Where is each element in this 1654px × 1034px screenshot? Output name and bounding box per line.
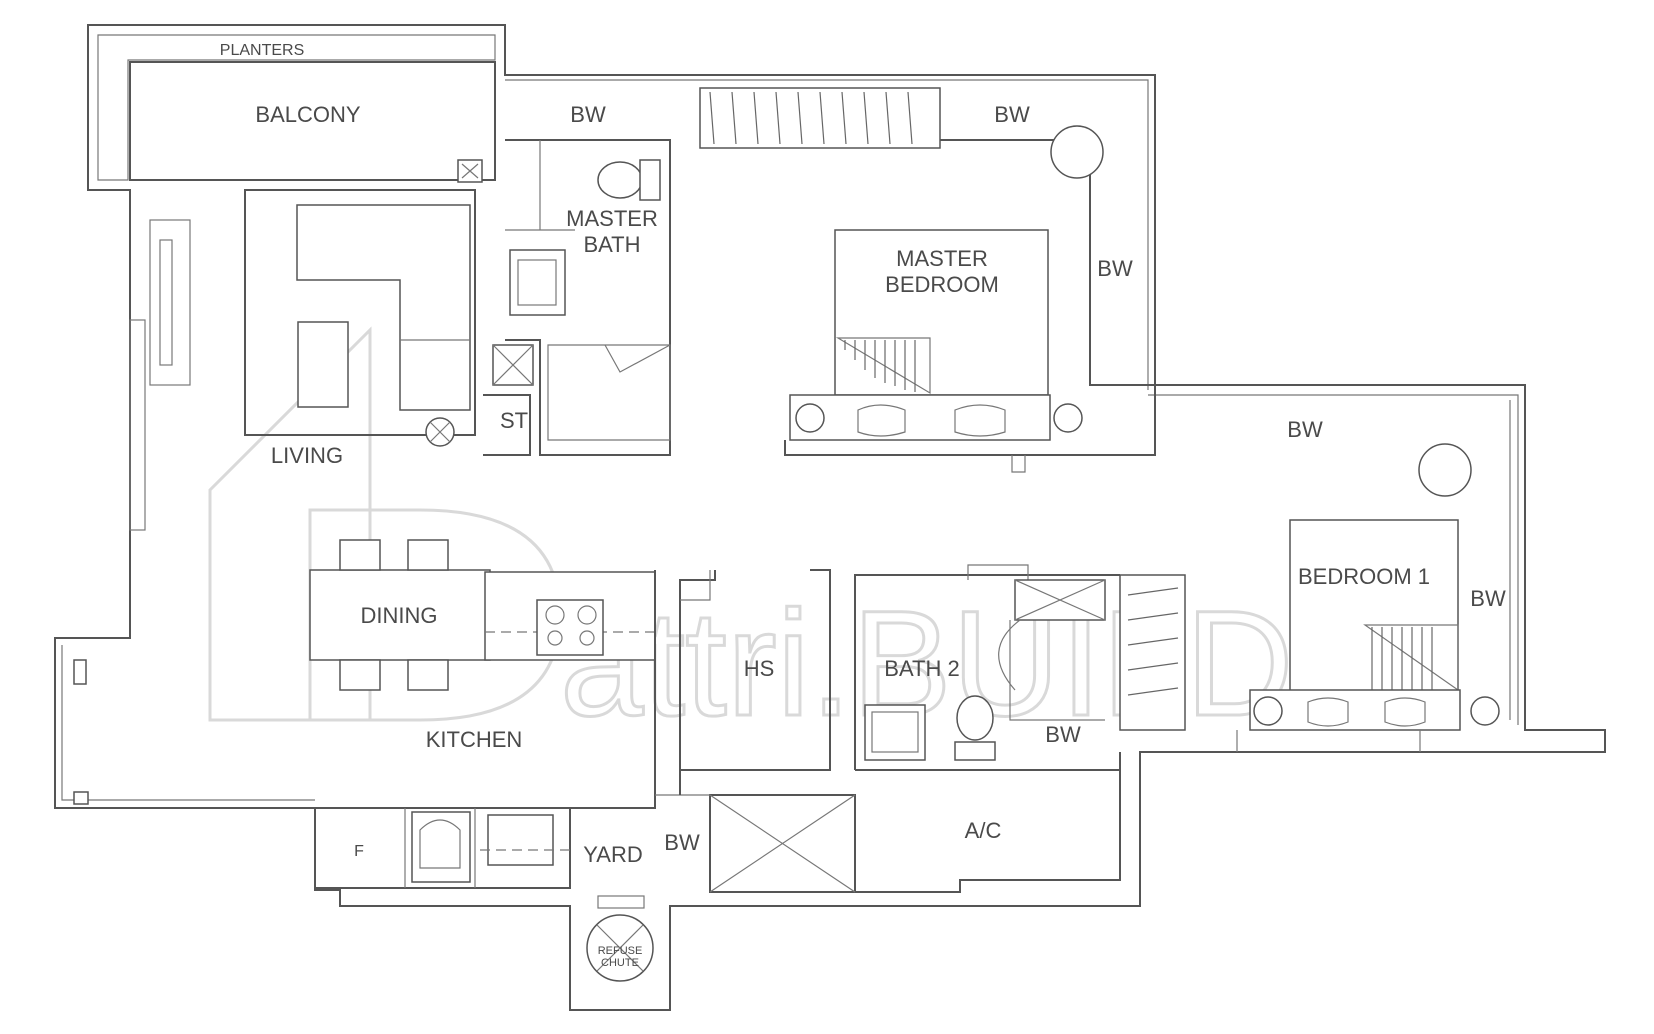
bath-2 (854, 564, 1186, 771)
label-master-bedroom: MASTER (896, 246, 988, 271)
dining-area (309, 539, 491, 691)
coffee-table-icon (297, 321, 349, 408)
bedroom-1 (1236, 443, 1500, 752)
dining-table-icon (309, 569, 491, 661)
round-column-icon (1418, 443, 1472, 497)
basin-icon (864, 704, 926, 761)
label-bw: BW (994, 102, 1030, 127)
label-dining: DINING (361, 603, 438, 628)
label-hs: HS (744, 656, 775, 681)
label-refuse-chute: CHUTE (601, 957, 639, 969)
bedside-lamp-icon (795, 403, 825, 433)
chair-icon (407, 659, 449, 691)
chair-icon (339, 659, 381, 691)
master-bath (483, 139, 671, 456)
wardrobe-master (699, 87, 941, 149)
master-bed-icon (834, 229, 1049, 396)
label-refuse-chute: REFUSE (598, 945, 643, 957)
yard (314, 807, 654, 982)
label-bedroom-1: BEDROOM 1 (1298, 564, 1430, 589)
label-store: ST (500, 408, 528, 433)
label-master-bedroom: BEDROOM (885, 272, 999, 297)
master-bedroom (784, 125, 1156, 473)
label-bw: BW (664, 830, 700, 855)
living-area (129, 189, 476, 531)
label-planters: PLANTERS (220, 42, 304, 59)
toilet-icon (597, 161, 643, 199)
toilet-icon (956, 695, 994, 741)
bedside-lamp-icon (1470, 696, 1500, 726)
label-balcony: BALCONY (255, 102, 360, 127)
bedside-lamp-icon (1053, 403, 1083, 433)
bed-icon (1289, 519, 1459, 696)
chair-icon (407, 539, 449, 571)
label-master-bath: MASTER (566, 206, 658, 231)
label-master-bath: BATH (583, 232, 640, 257)
washer-icon (411, 811, 471, 883)
ac-ledge (655, 769, 1121, 893)
label-kitchen: KITCHEN (426, 727, 523, 752)
room-labels: PLANTERS BALCONY BW BW BW MASTER BATH MA… (220, 42, 1506, 969)
label-living: LIVING (271, 443, 343, 468)
kitchen-counter (484, 570, 656, 809)
round-column-icon (1050, 125, 1104, 179)
label-ac: A/C (965, 818, 1002, 843)
bedside-lamp-icon (1253, 696, 1283, 726)
sofa-icon (296, 204, 471, 411)
kitchen-walls (73, 659, 681, 805)
balcony (129, 61, 496, 183)
label-bw: BW (1470, 586, 1506, 611)
label-bw: BW (570, 102, 606, 127)
label-bw: BW (1287, 417, 1323, 442)
label-bw: BW (1097, 256, 1133, 281)
outer-walls (54, 24, 1606, 1011)
chair-icon (339, 539, 381, 571)
label-bw: BW (1045, 722, 1081, 747)
label-bath-2: BATH 2 (884, 656, 959, 681)
sink-icon (487, 814, 554, 866)
label-yard: YARD (583, 842, 643, 867)
label-fridge: F (354, 843, 364, 860)
